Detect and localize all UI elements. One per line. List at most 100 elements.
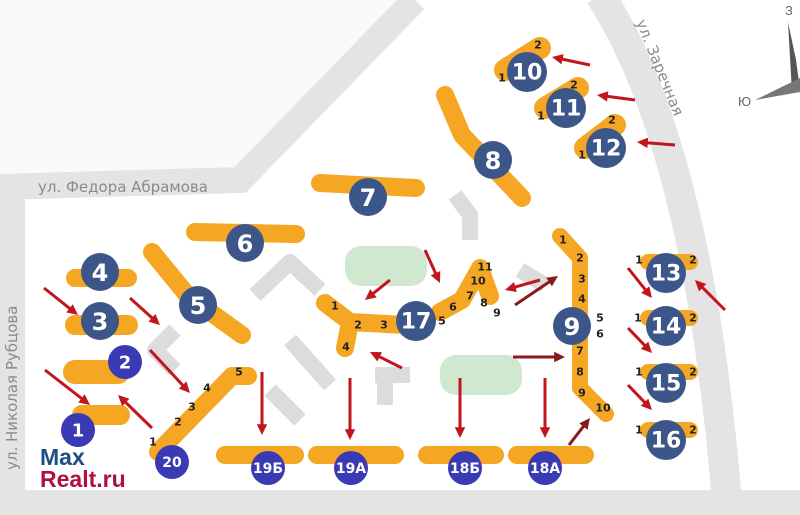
building-marker-12[interactable]: 12 [586,128,626,168]
marker-circle [251,451,285,485]
building-17-section-label: 9 [493,307,501,320]
arrow-icon [256,372,268,435]
building-9-section-label: 9 [578,387,586,400]
marker-circle [61,413,95,447]
building-14-section-label: 2 [689,312,697,325]
building-number-label: 17 [401,310,432,335]
existing-buildings [147,190,550,426]
arrow-icon [695,280,727,312]
building-17-section-label: 3 [380,319,388,332]
building-marker-10[interactable]: 10 [507,52,547,92]
building-marker-3[interactable]: 3 [81,302,119,340]
building-9-section-label: 6 [596,328,604,341]
building-marker-15[interactable]: 15 [646,363,686,403]
building-number-label: 12 [591,137,622,162]
arrow-icon [118,395,154,430]
building-15-section-label: 2 [689,366,697,379]
arrow-icon [513,351,565,363]
building-marker-19б[interactable]: 19Б [251,451,285,485]
compass-needle-icon [788,22,800,92]
building-marker-7[interactable]: 7 [349,178,387,216]
entrance-arrows [43,54,727,446]
building-12-section-label: 1 [578,149,586,162]
building-20-section-label: 1 [149,436,157,449]
building-17-section-label: 7 [466,290,474,303]
arrow-icon [552,54,591,67]
building-marker-4[interactable]: 4 [81,253,119,291]
arrow-icon [454,378,466,438]
building-marker-20[interactable]: 20 [155,445,189,479]
marker-circle [81,302,119,340]
building-20-section-label: 5 [235,366,243,379]
building-marker-6[interactable]: 6 [226,224,264,262]
arrow-icon [539,378,551,438]
building-number-label: 19Б [253,461,283,477]
logo-realt: Realt.ru [40,466,126,492]
arrow-icon [370,352,403,370]
building-13-section-label: 2 [689,254,697,267]
arrow-icon [626,383,652,410]
building-17-section-label: 4 [342,341,350,354]
marker-circle [81,253,119,291]
sports-field [440,355,522,395]
arrow-icon [597,91,636,102]
arrow-icon [514,276,558,307]
building-number-label: 20 [162,455,182,471]
marker-circle [179,286,217,324]
building-marker-13[interactable]: 13 [646,253,686,293]
building-marker-17[interactable]: 17 [396,301,436,341]
marker-circle [155,445,189,479]
arrow-icon [344,378,356,440]
building-marker-8[interactable]: 8 [474,141,512,179]
building-15-section-label: 1 [635,366,643,379]
compass: З Ю [738,3,800,109]
building-number-label: 4 [92,259,109,287]
building-17-section-label: 8 [480,297,488,310]
arrow-icon [423,249,441,283]
building-marker-14[interactable]: 14 [646,306,686,346]
building-20-footprint [149,367,257,461]
building-12-section-label: 2 [608,114,616,127]
building-17-section-label: 1 [331,300,339,313]
logo-max: Max [40,444,85,470]
building-marker-5[interactable]: 5 [179,286,217,324]
building-9-section-label: 10 [595,402,611,415]
building-number-label: 15 [651,372,682,397]
arrow-icon [44,368,90,405]
marker-circle [646,420,686,460]
building-17-section-label: 11 [477,261,492,274]
building-number-label: 18Б [450,461,480,477]
marker-circle [507,52,547,92]
building-number-label: 1 [72,421,85,442]
building-marker-18а[interactable]: 18А [528,451,562,485]
building-number-label: 10 [512,61,543,86]
arrow-icon [626,326,652,353]
arrow-icon [637,137,676,149]
building-marker-18б[interactable]: 18Б [448,451,482,485]
building-marker-2[interactable]: 2 [108,345,142,379]
building-17-section-label: 5 [438,315,446,328]
arrow-icon [148,348,190,393]
marker-circle [108,345,142,379]
building-marker-19а[interactable]: 19А [334,451,368,485]
building-9-section-label: 7 [576,345,584,358]
compass-label-north: З [785,3,793,18]
sports-field [345,246,427,286]
arrow-icon [128,296,160,325]
marker-circle [553,307,591,345]
compass-needle-icon [755,78,800,100]
building-17-section-label: 10 [470,275,486,288]
building-number-label: 9 [564,313,581,341]
marker-circle [474,141,512,179]
marker-circle [226,224,264,262]
building-marker-9[interactable]: 9 [553,307,591,345]
marker-circle [349,178,387,216]
building-marker-16[interactable]: 16 [646,420,686,460]
building-marker-11[interactable]: 11 [546,88,586,128]
building-10-section-label: 2 [534,39,542,52]
building-marker-1[interactable]: 1 [61,413,95,447]
